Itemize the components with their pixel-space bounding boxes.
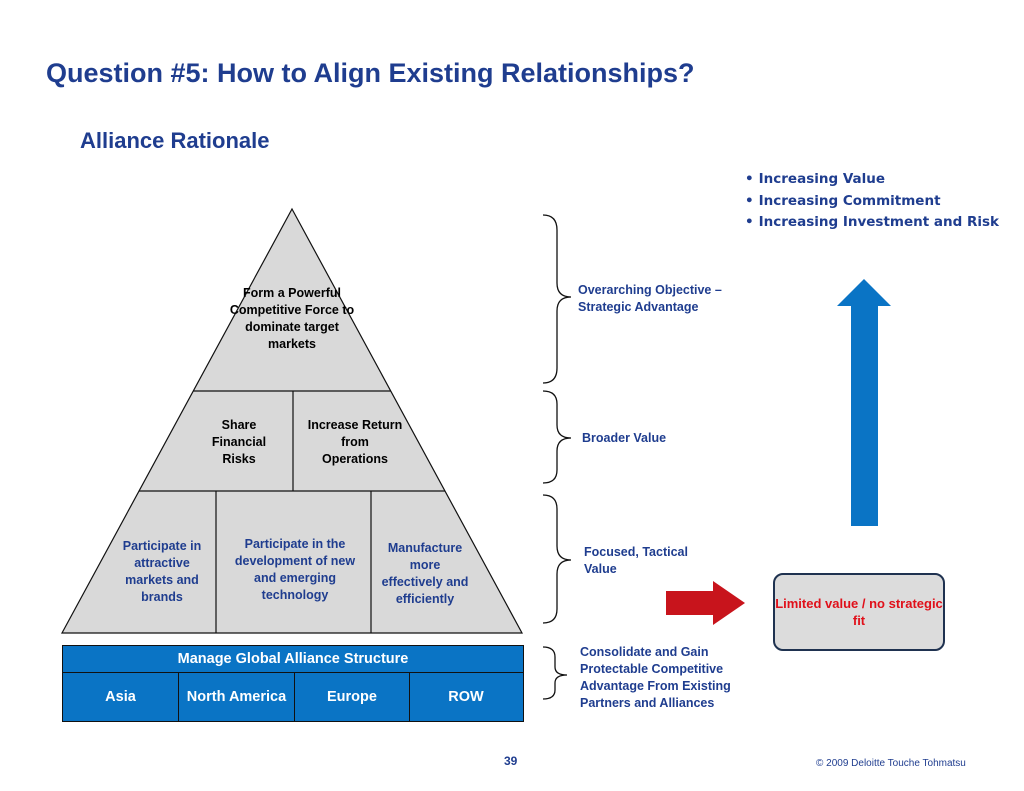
pyramid-middle-right-label: Increase Return from Operations [307,417,403,466]
pyramid-shape [60,207,524,634]
table-header: Manage Global Alliance Structure [63,646,523,673]
pyramid-bottom-right-label: Manufacture more effectively and efficie… [381,541,469,606]
right-arrow-icon [666,581,745,625]
brace-label-top: Overarching Objective – Strategic Advant… [578,283,722,314]
brace-top [542,214,572,384]
brace-label-bottom: Focused, Tactical Value [584,545,688,576]
pyramid-middle-left-label: Share Financial Risks [211,417,267,466]
bullet-item: Increasing Commitment [745,191,999,213]
region-cell-north-america: North America [179,673,295,721]
page-number: 39 [504,754,518,768]
pyramid-top-label: Form a Powerful Competitive Force to dom… [229,286,355,351]
brace-middle [542,390,572,484]
pyramid-bottom-center-label: Participate in the development of new an… [234,537,356,602]
increasing-arrow-icon [837,279,891,526]
region-cell-europe: Europe [295,673,410,721]
brace-base [542,646,568,700]
pyramid-bottom-left-label: Participate in attractive markets and br… [122,539,202,604]
brace-label-middle: Broader Value [582,431,667,445]
brace-label-base: Consolidate and Gain Protectable Competi… [580,645,731,710]
copyright-notice: © 2009 Deloitte Touche Tohmatsu [816,758,966,769]
region-cell-row: ROW [448,689,484,705]
value-bullets: Increasing Value Increasing Commitment I… [745,169,999,234]
limited-value-box: Limited value / no strategic fit [773,573,945,651]
section-subtitle: Alliance Rationale [80,128,270,153]
alliance-structure-table: Manage Global Alliance Structure Asia No… [62,645,524,722]
brace-bottom [542,494,572,624]
region-cell-asia: Asia [63,673,179,721]
bullet-item: Increasing Investment and Risk [745,212,999,234]
page-title: Question #5: How to Align Existing Relat… [46,58,695,88]
bullet-item: Increasing Value [745,169,999,191]
